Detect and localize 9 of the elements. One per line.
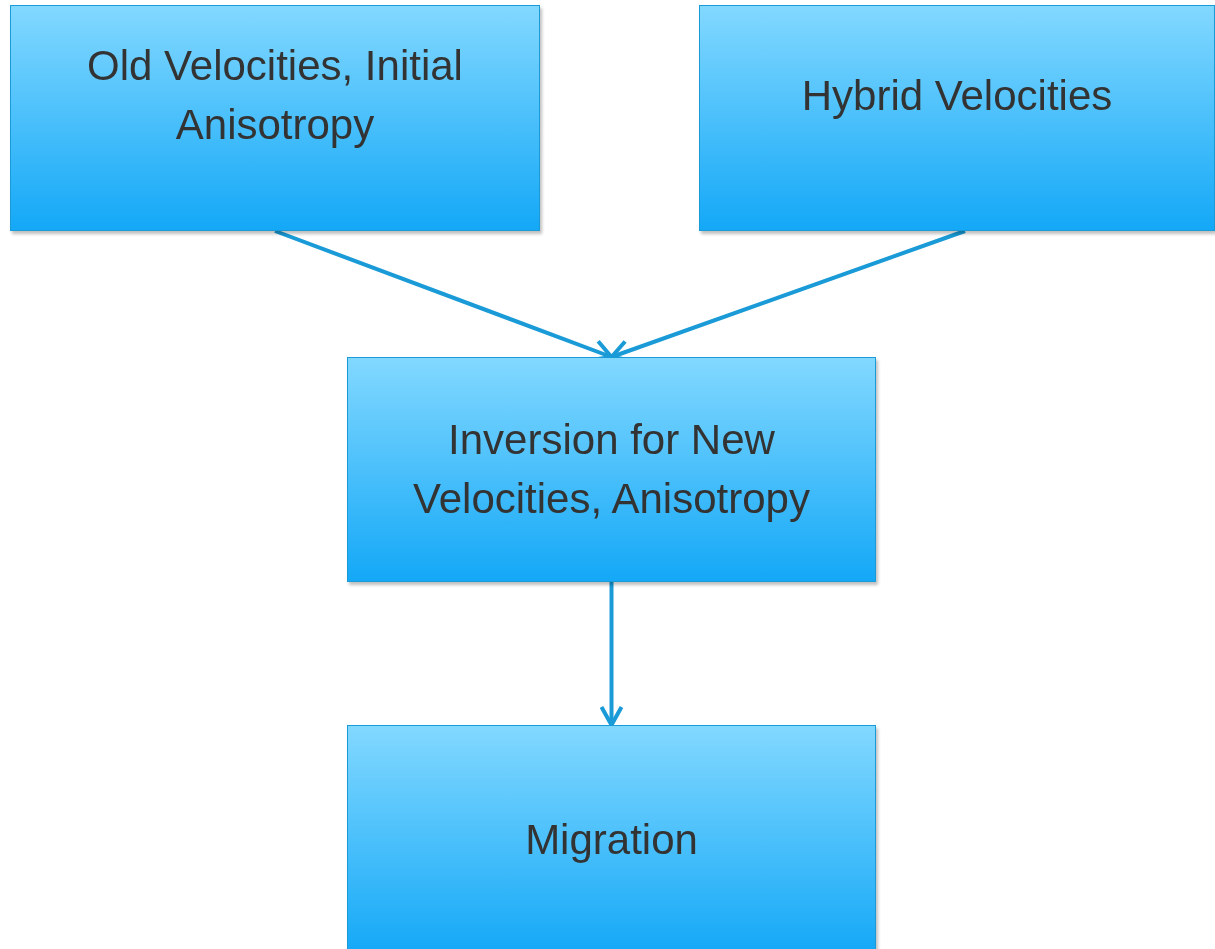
process-box (699, 5, 1215, 231)
process-box (10, 5, 540, 231)
box-label: Old Velocities, Initial Anisotropy (86, 41, 464, 150)
box-label: Inversion for New Velocities, Anisotropy (412, 414, 811, 524)
arrow (599, 582, 624, 727)
process-box (347, 725, 876, 949)
box-label: Migration (524, 814, 699, 865)
process-box (347, 357, 876, 582)
box-label: Hybrid Velocities (800, 70, 1114, 121)
